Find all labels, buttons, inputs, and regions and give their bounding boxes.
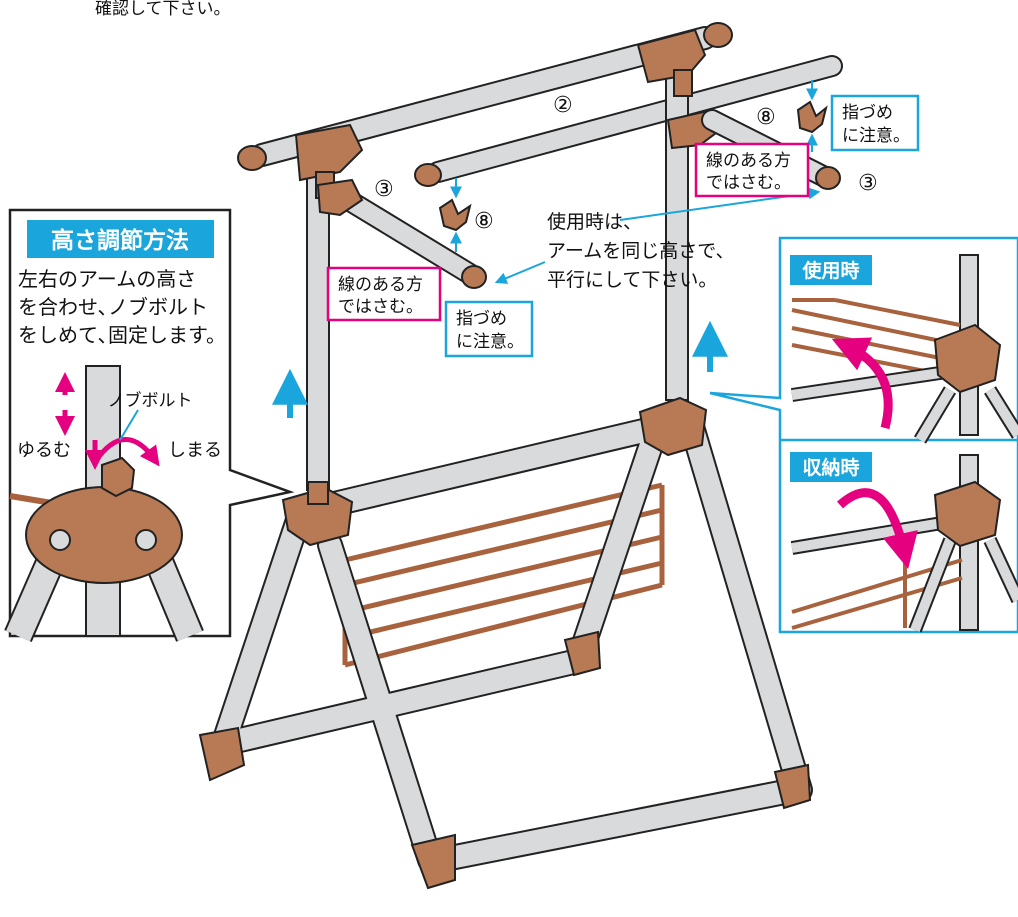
fold-arrow-icon (837, 488, 918, 570)
callout-line-side-right: 線のある方 ではさむ。 (694, 142, 810, 198)
storage-mode-illustration (790, 454, 1018, 633)
svg-text:指づめ: 指づめ (456, 309, 507, 329)
lift-arrows (272, 320, 728, 418)
leg-frame (205, 407, 813, 873)
usage-note: 使用時は、 アームを同じ高さで、 平行にして下さい。 (547, 211, 735, 291)
callout-finger-left: 指づめ に注意。 (444, 300, 534, 358)
top-bar-front (414, 55, 843, 187)
clip-right (796, 80, 828, 152)
arm-left (316, 178, 487, 289)
svg-text:に注意。: に注意。 (842, 126, 910, 146)
svg-text:平行にして下さい。: 平行にして下さい。 (547, 269, 717, 291)
part-8-right-label: ⑧ (756, 105, 776, 130)
height-instruction-1: 左右のアームの高さ (18, 267, 196, 291)
height-panel-title: 高さ調節方法 (51, 227, 189, 254)
knob-bolt-label: ノブボルト (108, 390, 193, 411)
svg-text:アームを同じ高さで、: アームを同じ高さで、 (547, 240, 735, 262)
svg-text:指づめ: 指づめ (842, 103, 893, 123)
svg-text:ではさむ。: ではさむ。 (338, 297, 423, 317)
svg-text:使用時は、: 使用時は、 (547, 211, 642, 233)
part-3-left-label: ③ (374, 177, 394, 202)
svg-text:ではさむ。: ではさむ。 (706, 173, 791, 193)
use-mode-label: 使用時 (801, 260, 859, 282)
clip-left (438, 178, 472, 252)
arm-pointer-left (494, 261, 546, 284)
height-instruction-3: をしめて､固定します。 (18, 323, 226, 347)
upright-pole-right (665, 47, 689, 401)
part-3-right-label: ③ (858, 171, 878, 196)
foot-joints (198, 630, 812, 890)
height-adjust-panel: 高さ調節方法 左右のアームの高さ を合わせ､ノブボルト をしめて､固定します。 … (4, 208, 295, 643)
callout-line-side-left: 線のある方 ではさむ。 (326, 266, 442, 322)
top-note: 確認して下さい。 (95, 0, 231, 19)
height-instruction-2: を合わせ､ノブボルト (18, 295, 208, 319)
loosen-label: ゆるむ (17, 440, 71, 461)
mode-panel: 使用時 収納時 (709, 236, 1018, 634)
base-joint-right (638, 396, 708, 457)
svg-text:線のある方: 線のある方 (706, 151, 791, 171)
tighten-label: しまる (168, 440, 222, 461)
part-8-left-label: ⑧ (474, 209, 494, 234)
base-joint-left (281, 481, 354, 547)
svg-text:に注意。: に注意。 (456, 332, 524, 352)
unfold-arrow-icon (831, 337, 893, 430)
part-2-label: ② (553, 93, 573, 118)
storage-mode-label: 収納時 (802, 456, 859, 479)
use-mode-illustration (790, 254, 1018, 444)
svg-text:線のある方: 線のある方 (338, 275, 423, 295)
top-joint-right (636, 28, 707, 97)
callout-finger-right: 指づめ に注意。 (830, 94, 920, 152)
knob-bolt-icon (101, 456, 136, 498)
